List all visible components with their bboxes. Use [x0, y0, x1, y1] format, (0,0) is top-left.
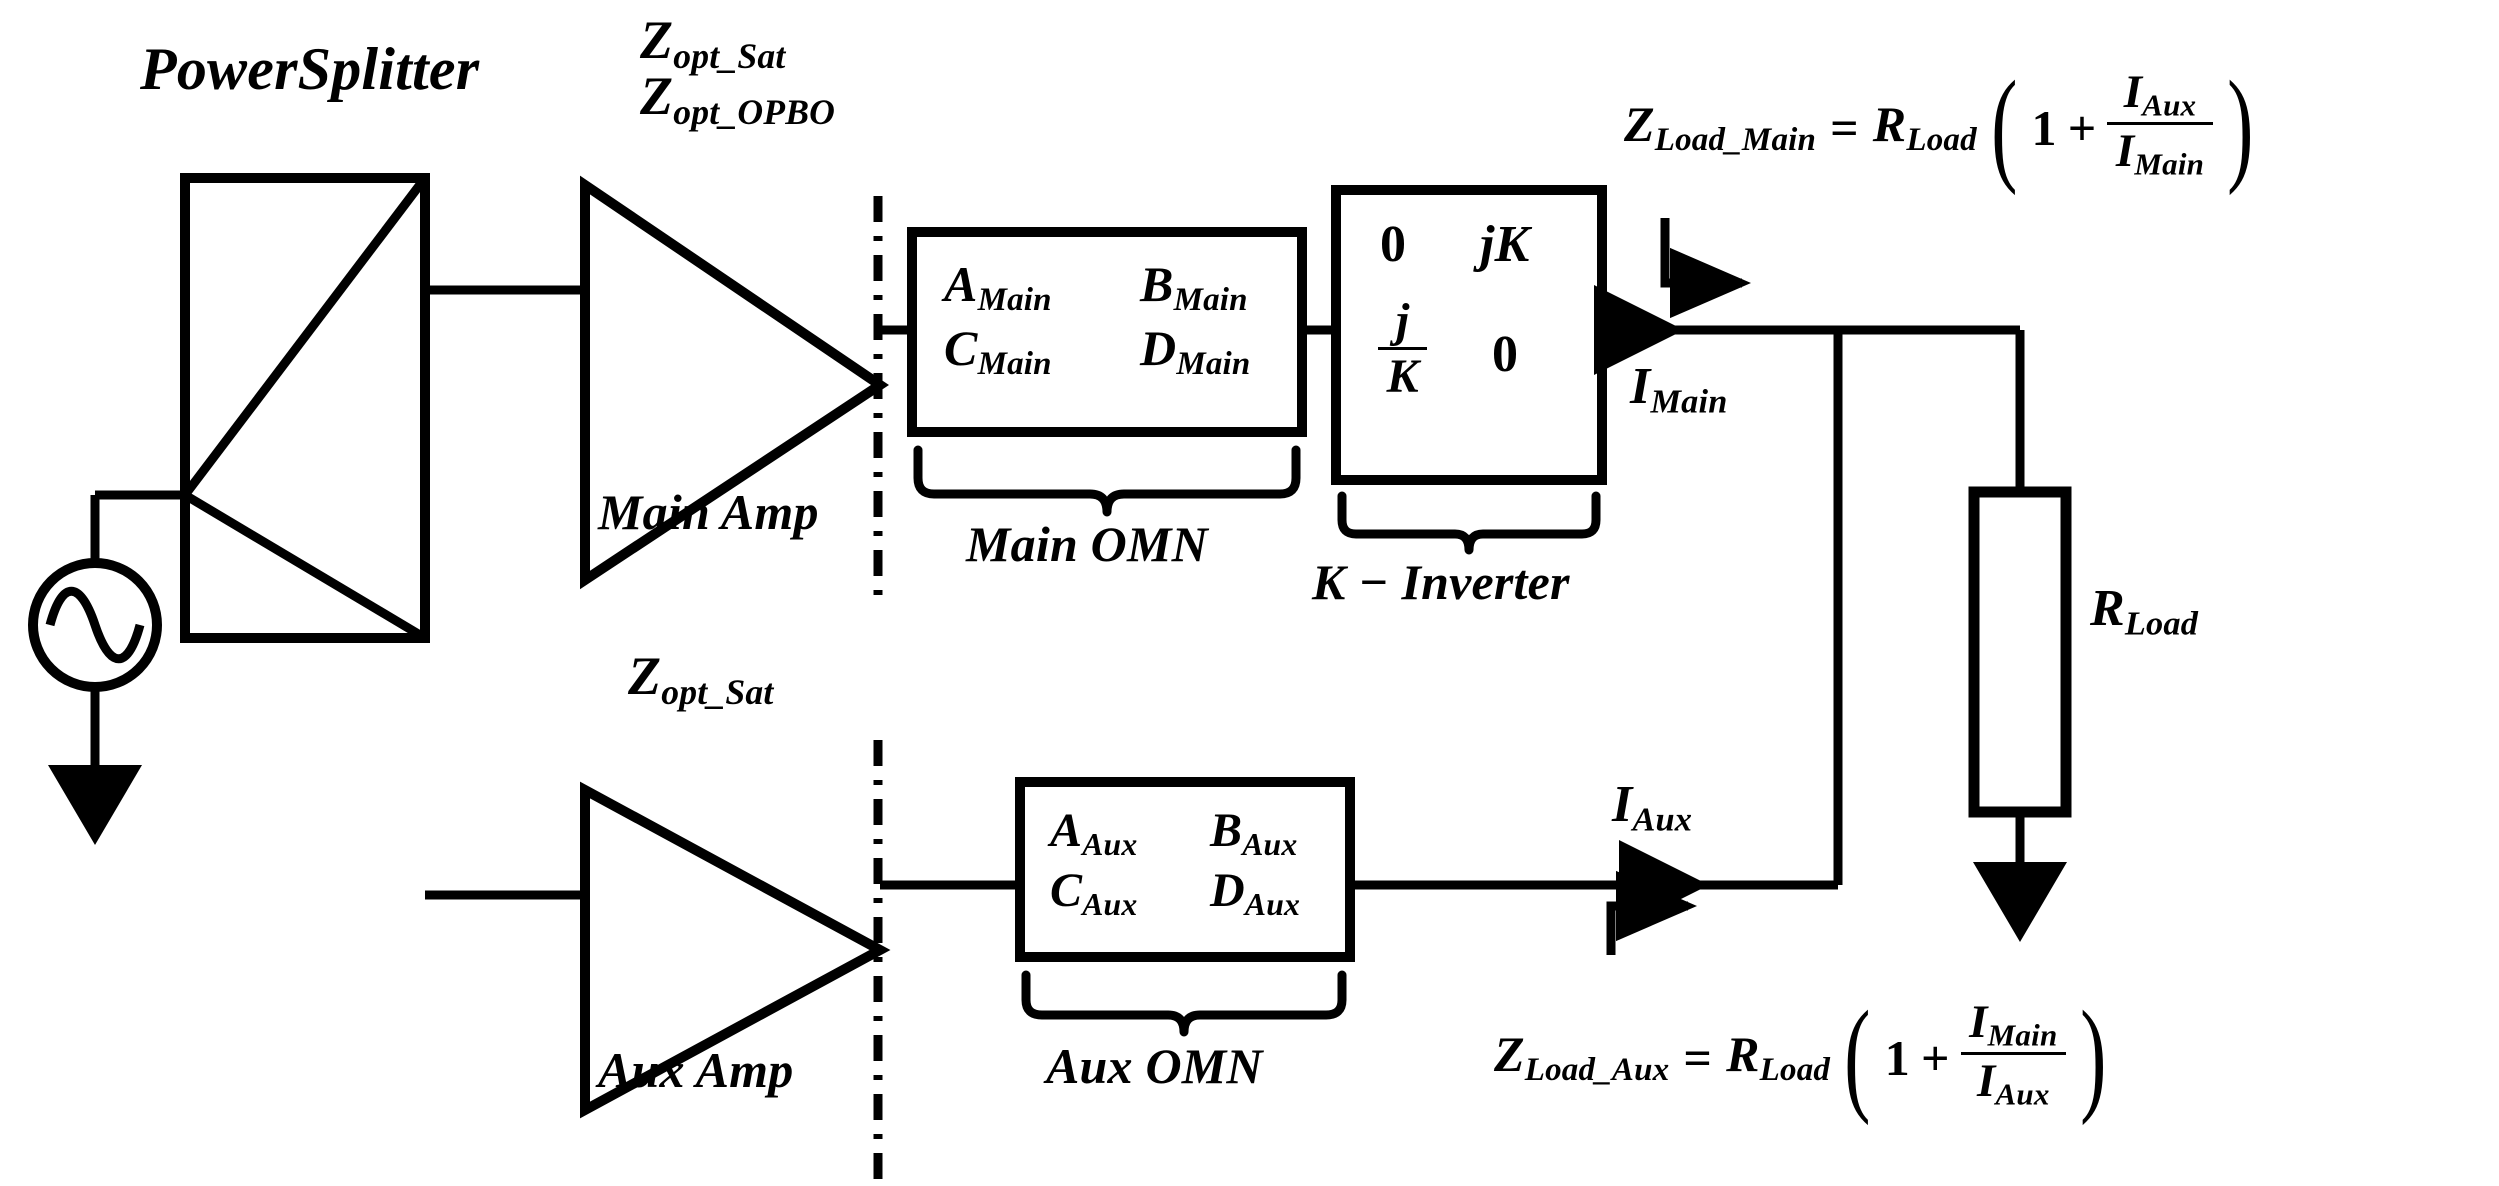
source-feed-wire	[90, 490, 185, 560]
k-inverter-box	[1331, 185, 1607, 485]
z-load-aux-coef: R	[1726, 1025, 1760, 1082]
z-opt-sat-aux-label: Zopt_Sat	[628, 648, 773, 711]
plus-sign: +	[1920, 1029, 1950, 1086]
power-splitter-box	[180, 173, 430, 643]
main-omn-box	[907, 227, 1307, 437]
aux-omn-cell-d: DAux	[1210, 864, 1301, 922]
aux-amp-label: Aux Amp	[598, 1042, 794, 1098]
z-opt-sat-main-label: Zopt_Sat	[640, 12, 785, 75]
main-omn-cell-c: CMain	[944, 320, 1052, 383]
aux-amp-triangle	[580, 781, 891, 1119]
k-inverter-label: K − Inverter	[1312, 554, 1570, 610]
aux-omn-cell-b: BAux	[1210, 804, 1298, 862]
r-load-label: RLoad	[2090, 580, 2199, 643]
open-paren: (	[1990, 54, 2018, 197]
z-load-aux-lhs: Z	[1494, 1025, 1525, 1082]
k-inverter-cell-00: 0	[1380, 216, 1407, 273]
main-amp-label: Main Amp	[598, 484, 819, 540]
aux-omn-box	[1015, 777, 1355, 962]
equals-sign: =	[1830, 99, 1859, 156]
k-inverter-brace	[1337, 491, 1601, 555]
power-splitter-title: PowerSplitter	[140, 36, 480, 102]
main-omn-brace	[913, 445, 1301, 517]
equals-sign: =	[1683, 1029, 1713, 1086]
load-branch-wire	[1838, 325, 2025, 492]
z-load-main-lhs: Z	[1624, 95, 1655, 152]
j-over-k-fraction: j K	[1378, 295, 1428, 404]
source-ground-triangle	[48, 765, 142, 845]
current-ratio-fraction: IAux IMain	[2107, 67, 2213, 183]
z-load-main-coef: R	[1872, 95, 1907, 152]
z-opt-opbo-symbol: Z	[640, 66, 674, 126]
z-load-main-reference-arrow	[1660, 218, 1751, 319]
main-omn-cell-d: DMain	[1140, 320, 1251, 383]
close-paren: )	[2226, 54, 2254, 197]
aux-omn-cell-a: AAux	[1050, 804, 1138, 862]
main-omn-cell-a: AMain	[944, 256, 1052, 319]
z-load-aux-reference-arrow	[1606, 870, 1697, 955]
z-opt-sat-main-symbol: Z	[640, 10, 674, 70]
z-opt-sat-aux-symbol: Z	[628, 646, 662, 706]
plus-sign: +	[2067, 99, 2097, 156]
main-omn-label: Main OMN	[966, 516, 1208, 572]
z-opt-opbo-label: Zopt_OPBO	[640, 68, 835, 131]
ac-source-symbol	[28, 558, 162, 740]
aux-omn-cell-c: CAux	[1050, 864, 1138, 922]
main-omn-cell-b: BMain	[1140, 256, 1248, 319]
z-opt-opbo-subscript: opt_OPBO	[673, 91, 836, 132]
z-opt-sat-aux-subscript: opt_Sat	[661, 671, 774, 712]
one-term: 1	[1884, 1029, 1910, 1086]
one-term: 1	[2031, 99, 2057, 156]
open-paren: (	[1844, 984, 1871, 1127]
current-ratio-fraction: IMain IAux	[1960, 997, 2066, 1113]
k-inverter-cell-10: j K	[1378, 295, 1428, 407]
i-aux-label: IAux	[1612, 776, 1693, 839]
load-resistor-box	[1968, 486, 2072, 818]
k-inverter-cell-11: 0	[1492, 326, 1519, 383]
load-ground-triangle	[1973, 862, 2067, 942]
k-inverter-cell-01: jK	[1480, 216, 1530, 273]
i-main-label: IMain	[1630, 358, 1728, 421]
z-load-main-equation: ZLoad_Main = RLoad ( 1 + IAux IMain )	[1624, 54, 2254, 197]
aux-omn-label: Aux OMN	[1046, 1038, 1263, 1094]
aux-omn-brace	[1021, 970, 1347, 1037]
z-opt-sat-main-subscript: opt_Sat	[673, 35, 786, 76]
main-amp-triangle	[580, 175, 889, 590]
z-load-aux-equation: ZLoad_Aux = RLoad ( 1 + IMain IAux )	[1494, 984, 2107, 1127]
close-paren: )	[2079, 984, 2107, 1127]
